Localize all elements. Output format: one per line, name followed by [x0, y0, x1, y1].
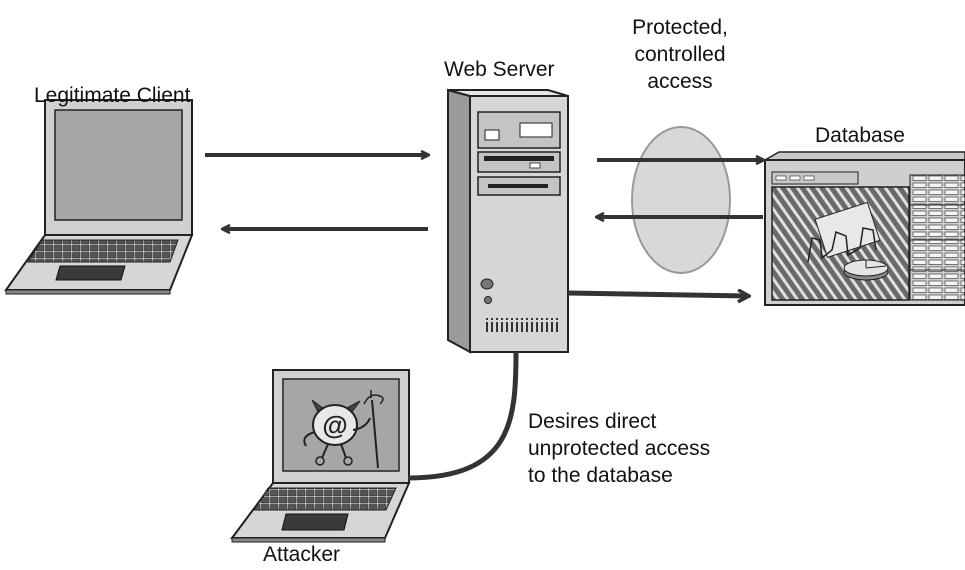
- direct-access-label: Desires direct unprotected access to the…: [528, 410, 711, 487]
- server-tower-icon: [447, 88, 569, 354]
- protected-access-label: Protected, controlled access: [632, 16, 728, 93]
- attacker-label: Attacker: [263, 543, 341, 566]
- legitimate-client-label: Legitimate Client: [34, 84, 191, 107]
- protection-ellipse: [631, 126, 731, 274]
- attacker-laptop-icon: [230, 369, 411, 543]
- client-laptop-icon: [4, 99, 194, 295]
- attacker-cable: [407, 351, 519, 481]
- database-label: Database: [815, 124, 905, 147]
- unprotected-access-arrow: [567, 293, 748, 296]
- web-server-label: Web Server: [444, 58, 555, 81]
- svg-text:@: @: [322, 410, 347, 440]
- devil-at-sign-icon: @: [303, 390, 384, 469]
- database-monitor-icon: [762, 151, 965, 306]
